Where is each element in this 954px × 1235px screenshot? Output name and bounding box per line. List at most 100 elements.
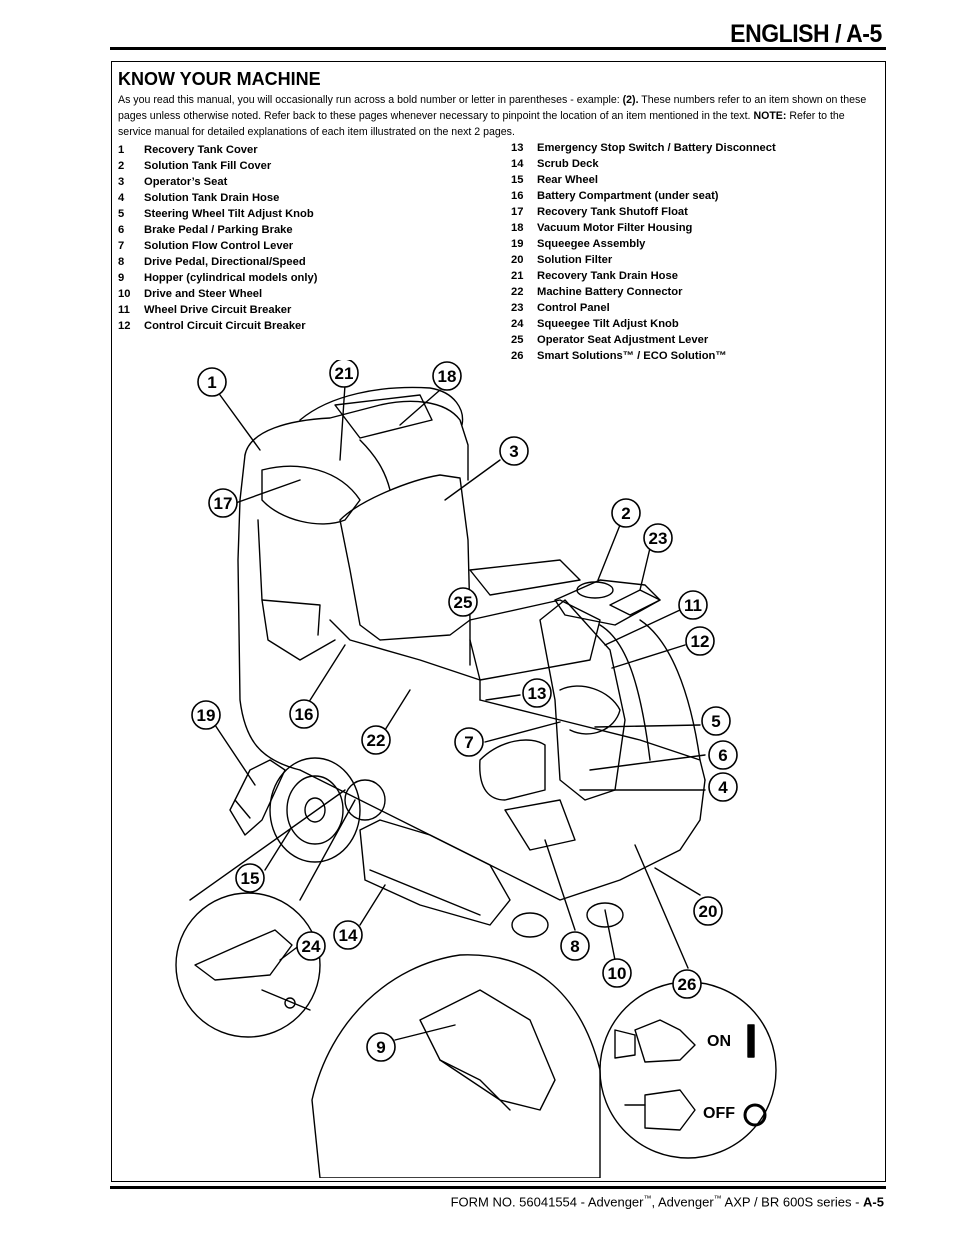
callout-circle	[191, 700, 221, 730]
callout-circle	[289, 699, 319, 729]
parts-list-number: 7	[118, 240, 125, 252]
parts-list-label: Recovery Tank Drain Hose	[537, 270, 678, 282]
parts-list-number: 24	[511, 318, 524, 330]
parts-list-number: 17	[511, 206, 524, 218]
callout-circle	[678, 590, 708, 620]
parts-list-label: Rear Wheel	[537, 174, 598, 186]
callout-number: 19	[197, 706, 216, 725]
parts-list-label: Solution Tank Drain Hose	[144, 192, 280, 204]
parts-list-label: Solution Filter	[537, 254, 613, 266]
callout-badge: 2	[611, 498, 641, 528]
callout-badge: 11	[678, 590, 708, 620]
parts-list-number: 8	[118, 256, 125, 268]
parts-list-label: Recovery Tank Shutoff Float	[537, 206, 688, 218]
parts-list-number: 5	[118, 208, 125, 220]
parts-list-item: 5 Steering Wheel Tilt Adjust Knob	[118, 206, 317, 222]
callout-number: 20	[699, 902, 718, 921]
callout-number: 25	[454, 593, 473, 612]
callout-number: 3	[509, 442, 518, 461]
parts-list-label: Battery Compartment (under seat)	[537, 190, 719, 202]
callout-number: 4	[718, 778, 728, 797]
callout-badge: 9	[366, 1032, 396, 1062]
parts-list-number: 1	[118, 144, 125, 156]
callout-circle	[611, 498, 641, 528]
parts-list-item: 24 Squeegee Tilt Adjust Knob	[511, 316, 776, 332]
callout-badge: 8	[560, 931, 590, 961]
callout-badge: 16	[289, 699, 319, 729]
parts-list-number: 11	[118, 304, 130, 316]
callout-circle	[296, 931, 326, 961]
callout-number: 13	[528, 684, 547, 703]
callout-circle	[701, 706, 731, 736]
parts-list-number: 18	[511, 222, 524, 234]
parts-list-number: 19	[511, 238, 524, 250]
callout-badge: 17	[208, 488, 238, 518]
callout-badge: 18	[432, 361, 462, 391]
parts-list-label: Solution Tank Fill Cover	[144, 160, 272, 172]
callout-badge: 26	[672, 969, 702, 999]
parts-list-number: 23	[511, 302, 524, 314]
callout-number: 5	[711, 712, 720, 731]
callout-circle	[693, 896, 723, 926]
callout-circle	[708, 740, 738, 770]
callout-circle	[333, 920, 363, 950]
callout-badge: 4	[708, 772, 738, 802]
callout-badge: 14	[333, 920, 363, 950]
callout-circle	[672, 969, 702, 999]
callout-badge: 1	[197, 367, 227, 397]
parts-list-number: 13	[511, 142, 524, 154]
parts-list-label: Control Panel	[537, 302, 610, 314]
callout-number: 2	[621, 504, 630, 523]
callout-number: 22	[367, 731, 386, 750]
parts-list-label: Hopper (cylindrical models only)	[144, 272, 318, 284]
callout-circle	[366, 1032, 396, 1062]
section-title: KNOW YOUR MACHINE	[118, 69, 321, 89]
callout-badge: 15	[235, 863, 265, 893]
callout-badge: 21	[329, 360, 359, 388]
parts-list-item: 4 Solution Tank Drain Hose	[118, 190, 317, 206]
parts-list-label: Recovery Tank Cover	[144, 144, 258, 156]
callout-badge: 19	[191, 700, 221, 730]
switch-on-label: ON	[707, 1033, 731, 1050]
parts-list-label: Operator’s Seat	[144, 176, 228, 188]
parts-list-label: Steering Wheel Tilt Adjust Knob	[144, 208, 314, 220]
callout-badge: 5	[701, 706, 731, 736]
callout-circle	[329, 360, 359, 388]
callout-number: 14	[339, 926, 358, 945]
callout-number: 7	[464, 733, 473, 752]
callout-number: 15	[241, 869, 260, 888]
parts-list-number: 3	[118, 176, 125, 188]
callout-number: 10	[608, 964, 627, 983]
parts-list-label: Squeegee Tilt Adjust Knob	[537, 318, 679, 330]
parts-list-number: 4	[118, 192, 125, 204]
callout-number: 6	[718, 746, 727, 765]
callout-number: 11	[684, 596, 702, 615]
footer-text: FORM NO. 56041554 - Advenger™, Advenger™…	[450, 1194, 884, 1210]
parts-list-label: Emergency Stop Switch / Battery Disconne…	[537, 142, 776, 154]
parts-list-right: 13 Emergency Stop Switch / Battery Discon…	[511, 140, 776, 364]
parts-list-number: 22	[511, 286, 524, 298]
callout-badge: 24	[296, 931, 326, 961]
callout-badge: 25	[448, 587, 478, 617]
parts-list-item: 23 Control Panel	[511, 300, 776, 316]
callout-circle	[208, 488, 238, 518]
parts-list-item: 11 Wheel Drive Circuit Breaker	[118, 302, 317, 318]
parts-list-label: Wheel Drive Circuit Breaker	[144, 304, 292, 316]
callout-badge: 6	[708, 740, 738, 770]
callout-badge: 10	[602, 958, 632, 988]
callout-badge: 7	[454, 727, 484, 757]
callout-circle	[197, 367, 227, 397]
callout-number: 16	[295, 705, 314, 724]
